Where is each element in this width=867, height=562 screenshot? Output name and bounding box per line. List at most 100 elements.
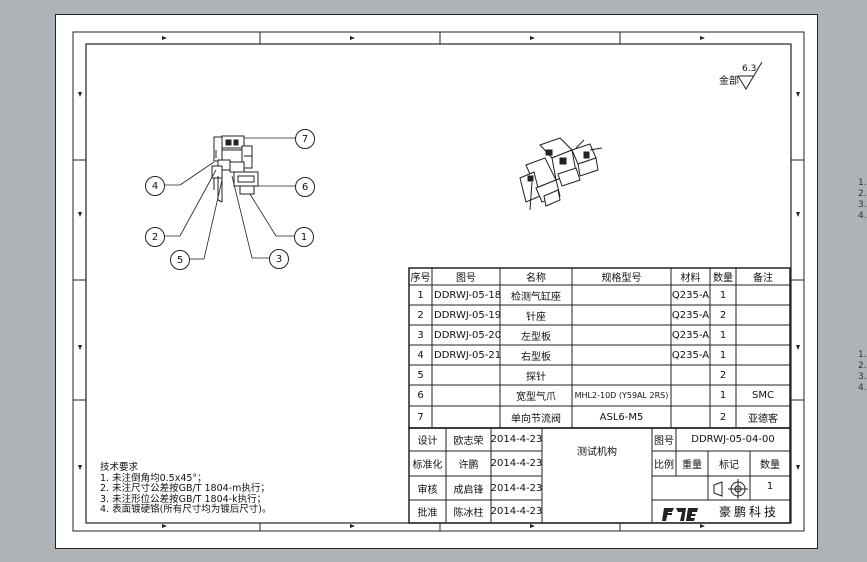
check-date: 2014-4-23	[491, 482, 542, 494]
edge-mark: 1.	[858, 178, 867, 188]
notes-title: 技术要求	[100, 462, 139, 473]
balloon-6: 6	[295, 177, 315, 197]
bom-cell: 2	[417, 309, 424, 321]
isometric-view	[519, 137, 603, 211]
roughness-value: 6.3	[742, 64, 756, 74]
bom-cell	[736, 305, 790, 325]
bom-cell	[671, 365, 710, 385]
standardization-label: 标准化	[412, 460, 443, 471]
bom-cell: 6	[417, 390, 424, 401]
bom-cell: 针座	[526, 311, 546, 323]
bom-cell: 1	[719, 289, 727, 301]
projection-symbol	[713, 479, 748, 499]
edge-mark: 3.	[858, 200, 867, 210]
bom-cell: SMC	[752, 390, 774, 401]
approve-date: 2014-4-23	[491, 506, 542, 517]
bom-cell: DDRWJ-05-21	[434, 349, 500, 361]
leader-lines	[163, 137, 296, 260]
bom-cell: DDRWJ-05-18	[434, 289, 500, 301]
note-item: 1. 未注倒角均0.5x45°；	[100, 472, 207, 484]
balloon-3: 3	[269, 249, 289, 269]
bom-cell: 1	[719, 349, 727, 361]
edge-mark: 2.	[858, 189, 867, 199]
right-edge-marks: 1. 2. 3. 4. 1. 2. 3. 4.	[858, 100, 867, 394]
bom-table-grid	[408, 267, 791, 429]
bom-header-qty: 数量	[713, 273, 733, 284]
balloon-1: 1	[294, 227, 314, 247]
bom-cell: 左型板	[521, 331, 551, 343]
title-block-grid	[408, 427, 791, 524]
standardization-date: 2014-4-23	[491, 458, 542, 469]
note-item: 2. 未注尺寸公差按GB/T 1804-m执行；	[100, 483, 270, 494]
bom-cell	[432, 365, 500, 385]
roughness-symbol	[737, 61, 763, 90]
balloon-4: 4	[145, 176, 165, 196]
bom-cell: 2	[719, 309, 727, 321]
edge-mark: 2.	[858, 361, 867, 371]
qty-value: 1	[766, 480, 774, 492]
bom-header-name: 名称	[526, 273, 546, 284]
bom-cell: MHL2-10D (Y59AL 2RS)	[574, 391, 669, 400]
scale-label: 比例	[654, 460, 674, 471]
company-logo	[662, 508, 698, 521]
note-item: 4. 表面镀硬铬(所有尺寸均为镀后尺寸)。	[100, 504, 272, 515]
bom-cell: 1	[417, 289, 424, 301]
bom-cell: 宽型气爪	[516, 392, 556, 403]
balloon-5: 5	[170, 250, 190, 270]
check-label: 审核	[417, 484, 438, 496]
zone-marks	[73, 32, 804, 531]
check-name: 成启锋	[453, 484, 484, 496]
standardization-name: 许鹏	[458, 460, 479, 471]
weight-label: 重量	[682, 460, 702, 471]
bom-cell: 2	[719, 411, 727, 423]
bom-cell: 5	[417, 369, 424, 381]
bom-cell: Q235-A	[671, 329, 710, 341]
bom-cell: 7	[417, 411, 424, 423]
bom-cell	[572, 305, 671, 325]
bom-cell: 检测气缸座	[511, 291, 561, 303]
bom-cell: DDRWJ-05-19	[434, 309, 500, 321]
design-label: 设计	[417, 436, 438, 447]
bom-cell	[572, 345, 671, 365]
bom-header-material: 材料	[680, 273, 701, 284]
roughness-prefix: 金部	[719, 74, 739, 87]
part-name: 测试机构	[577, 446, 617, 458]
bom-cell	[671, 406, 710, 428]
bom-cell	[671, 385, 710, 406]
drawing-no: DDRWJ-05-04-00	[691, 434, 775, 445]
bom-cell	[572, 325, 671, 345]
drawing-no-label: 图号	[654, 436, 674, 447]
bom-cell: 3	[417, 329, 424, 341]
bom-cell	[432, 406, 500, 428]
bom-cell: 亚德客	[748, 413, 778, 425]
balloon-7: 7	[295, 129, 315, 149]
design-date: 2014-4-23	[491, 434, 542, 445]
bom-cell	[736, 285, 790, 305]
edge-mark: 4.	[858, 211, 867, 221]
mark-label: 标记	[719, 460, 739, 471]
company-name: 豪鹏科技	[718, 505, 779, 519]
bom-cell	[572, 285, 671, 305]
design-name: 欧志荣	[453, 436, 484, 447]
bom-cell: Q235-A	[671, 289, 710, 301]
front-view-assembly	[211, 135, 259, 203]
bom-cell: 4	[417, 349, 424, 361]
qty-label: 数量	[760, 460, 780, 471]
bom-cell	[736, 325, 790, 345]
zone-arrows	[78, 36, 800, 528]
bom-cell: 探针	[526, 371, 546, 383]
technical-notes: 技术要求 1. 未注倒角均0.5x45°； 2. 未注尺寸公差按GB/T 180…	[100, 462, 272, 516]
edge-mark: 3.	[858, 372, 867, 382]
bom-cell	[432, 385, 500, 406]
edge-mark: 4.	[858, 383, 867, 393]
bom-cell: ASL6-M5	[599, 411, 644, 423]
edge-mark: 1.	[858, 350, 867, 360]
bom-cell: DDRWJ-05-20	[434, 329, 500, 341]
bom-cell	[736, 345, 790, 365]
bom-cell: 右型板	[521, 351, 551, 363]
balloon-2: 2	[145, 227, 165, 247]
note-item: 3. 未注形位公差按GB/T 1804-k执行；	[100, 493, 267, 505]
bom-cell: 单向节流阀	[511, 413, 561, 425]
inner-frame	[72, 31, 805, 532]
